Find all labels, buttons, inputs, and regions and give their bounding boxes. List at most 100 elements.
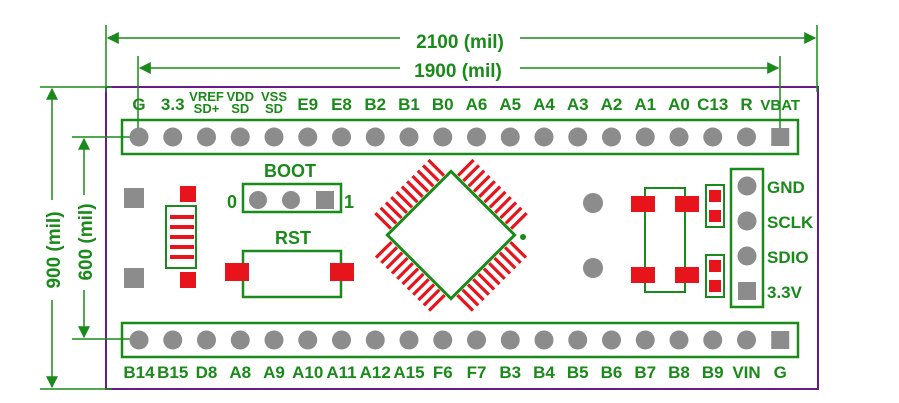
top-header-pin-square bbox=[771, 128, 790, 146]
header-spacing-label: 1900 (mil) bbox=[414, 61, 502, 82]
mcu-pad bbox=[461, 288, 480, 307]
mcu-pad bbox=[456, 158, 475, 177]
bottom-header-pin bbox=[602, 330, 621, 350]
top-header-pin bbox=[467, 127, 486, 147]
bottom-header-pin-label: A11 bbox=[326, 363, 356, 382]
top-header-pin bbox=[635, 127, 655, 147]
mcu-pad bbox=[406, 272, 425, 291]
small-resistor-top bbox=[705, 184, 725, 228]
board-height-label: 900 (mil) bbox=[44, 211, 65, 288]
mcu-pad bbox=[493, 256, 512, 275]
mcu-pad bbox=[421, 164, 440, 183]
bottom-header-pin-label: B9 bbox=[702, 363, 724, 382]
top-header-pin-label: B0 bbox=[432, 95, 454, 114]
top-header-pin-label: B1 bbox=[398, 95, 420, 114]
top-header-pin-label: A6 bbox=[466, 95, 488, 114]
bottom-header-pin-label: B5 bbox=[567, 363, 589, 382]
mcu-pad bbox=[401, 267, 420, 286]
top-header-pin-label: C13 bbox=[697, 95, 728, 114]
debug-pin bbox=[737, 211, 757, 231]
left-square-pad-bottom bbox=[124, 268, 144, 288]
top-header-pin bbox=[500, 127, 520, 147]
top-header-pin-label: E9 bbox=[297, 95, 318, 114]
mcu-pad bbox=[504, 206, 523, 225]
top-header-pin-label: A1 bbox=[634, 95, 656, 114]
debug-pin-label: SDIO bbox=[767, 248, 809, 267]
bottom-header-pin bbox=[467, 330, 486, 350]
mcu-pad bbox=[400, 185, 419, 204]
bottom-header-pin bbox=[737, 330, 756, 350]
top-header-outline bbox=[120, 118, 800, 156]
row-spacing-label: 600 (mil) bbox=[76, 203, 97, 280]
mcu-pad bbox=[390, 256, 409, 275]
mcu-pad bbox=[477, 272, 496, 291]
boot-title: BOOT bbox=[264, 161, 316, 181]
mcu-pad bbox=[417, 283, 436, 302]
top-header-pin-label: 3.3 bbox=[161, 95, 185, 114]
mcu-pad bbox=[472, 278, 490, 296]
bottom-header-pin-label: B14 bbox=[123, 363, 155, 382]
top-header-pin bbox=[332, 127, 351, 147]
mcu-pad bbox=[509, 211, 528, 230]
mcu-pad bbox=[416, 169, 435, 188]
board-width-label: 2100 (mil) bbox=[416, 32, 504, 53]
top-header-pins bbox=[129, 127, 790, 147]
mcu-pad bbox=[472, 174, 491, 193]
header-spacing-dimension: 1900 (mil) bbox=[137, 56, 781, 138]
bottom-header-pin bbox=[197, 330, 216, 350]
top-header-pin-label: G bbox=[132, 95, 145, 114]
bottom-header-pin-label: F6 bbox=[433, 363, 453, 382]
bottom-header-pin-label: A15 bbox=[393, 363, 424, 382]
small-resistor-bottom bbox=[705, 254, 725, 298]
top-header-pin bbox=[197, 127, 216, 147]
mcu-pad bbox=[385, 251, 404, 270]
boot-jumper: BOOT 0 1 bbox=[227, 161, 354, 214]
mcu-pad bbox=[509, 240, 528, 259]
bottom-header-pin-square bbox=[771, 331, 790, 349]
crystal-pad-top bbox=[583, 193, 603, 213]
top-header-pin bbox=[568, 127, 588, 147]
bottom-header-pin bbox=[163, 330, 183, 350]
debug-header-pins bbox=[737, 176, 757, 300]
mcu-pin1-dot bbox=[520, 234, 526, 240]
mcu-pad bbox=[384, 201, 403, 220]
mcu-pad bbox=[467, 169, 486, 188]
mcu-pad bbox=[422, 288, 441, 307]
mcu-pad bbox=[456, 293, 475, 312]
mcu-pad bbox=[395, 190, 414, 209]
top-header-pin bbox=[737, 127, 756, 147]
top-header-pin bbox=[163, 127, 183, 147]
reset-title: RST bbox=[275, 228, 311, 248]
mcu-pad bbox=[374, 211, 393, 230]
bottom-header-pins bbox=[129, 330, 790, 350]
top-header-pin bbox=[129, 127, 149, 147]
debug-pin-square bbox=[738, 282, 756, 300]
bottom-header-pin bbox=[129, 330, 149, 350]
top-header-pin-label: VBAT bbox=[760, 97, 800, 114]
board-outline bbox=[105, 86, 819, 390]
bottom-header-pin bbox=[500, 330, 520, 350]
debug-pin-label: 3.3V bbox=[767, 283, 803, 302]
mcu-lqfp-footprint bbox=[374, 158, 528, 312]
debug-pin bbox=[737, 246, 757, 266]
debug-header-outline bbox=[729, 167, 765, 309]
boot-left-label: 0 bbox=[227, 192, 237, 212]
bottom-header-pin bbox=[433, 330, 453, 350]
mcu-pad bbox=[427, 293, 446, 312]
bottom-header-pin-label: B15 bbox=[157, 363, 188, 382]
mcu-pad bbox=[406, 180, 424, 198]
top-header-pin bbox=[534, 127, 554, 147]
bottom-header-outline bbox=[120, 321, 800, 359]
boot-right-label: 1 bbox=[344, 192, 354, 212]
mcu-pad bbox=[412, 278, 430, 296]
mcu-pad bbox=[503, 246, 522, 265]
top-header-pin bbox=[399, 127, 419, 147]
reset-switch: RST bbox=[225, 228, 354, 299]
bottom-header-pin bbox=[365, 330, 385, 350]
mcu-pad bbox=[494, 196, 512, 214]
bottom-header-pin-label: VIN bbox=[732, 363, 760, 382]
board-height-dimension: 900 (mil) bbox=[40, 86, 112, 390]
bottom-header-pin-label: F7 bbox=[467, 363, 487, 382]
bottom-header-pin bbox=[703, 330, 723, 350]
